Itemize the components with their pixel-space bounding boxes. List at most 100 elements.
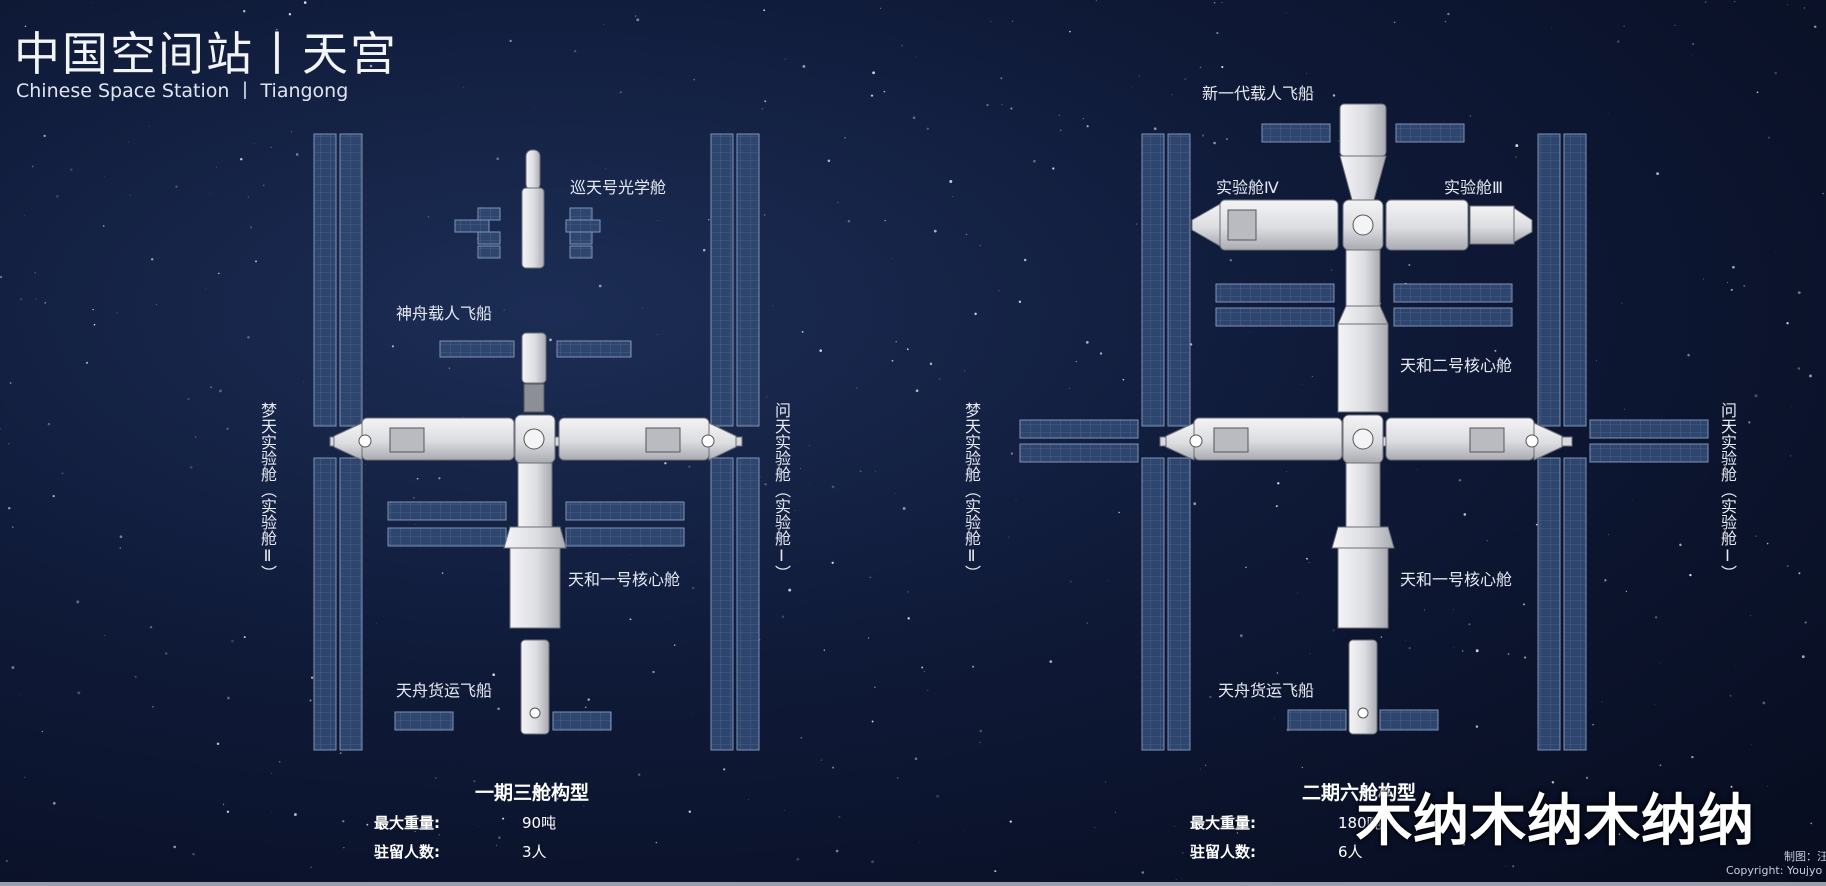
star (463, 86, 465, 88)
phase2-spec-weight: 最大重量:180吨 (1190, 814, 1382, 832)
star (1494, 349, 1497, 352)
star (784, 58, 786, 60)
star (636, 18, 640, 22)
star (1704, 1, 1707, 3)
star (175, 185, 178, 189)
star (1515, 156, 1517, 158)
star (104, 176, 105, 177)
star (1131, 87, 1132, 88)
star (1798, 572, 1801, 575)
star (34, 271, 37, 274)
star (891, 359, 894, 362)
star (1674, 24, 1676, 27)
star (1750, 744, 1752, 746)
star (366, 823, 369, 826)
star (979, 741, 981, 743)
star (906, 348, 909, 351)
star (598, 284, 602, 288)
lab-module-3 (1385, 199, 1533, 251)
star (871, 720, 874, 723)
lab-module-4 (1191, 199, 1339, 251)
star (1462, 843, 1466, 846)
star (564, 415, 566, 416)
star (708, 219, 710, 221)
star (1277, 482, 1280, 485)
star (1423, 609, 1425, 611)
star (605, 167, 607, 169)
star (635, 15, 637, 17)
star (1617, 40, 1620, 43)
star (1475, 725, 1479, 728)
star (152, 706, 154, 708)
star (270, 146, 272, 148)
star (1193, 502, 1197, 506)
star (1171, 94, 1173, 95)
star (52, 801, 56, 805)
star (1306, 557, 1308, 560)
page-subtitle: Chinese Space Station 丨 Tiangong (16, 80, 349, 102)
star (883, 90, 886, 93)
star (1444, 20, 1447, 23)
star (426, 277, 427, 278)
star (1779, 156, 1781, 157)
star (691, 712, 693, 714)
star (254, 143, 255, 145)
star (907, 617, 910, 620)
star (116, 312, 118, 314)
star (1094, 827, 1096, 829)
star (8, 507, 11, 510)
star (85, 361, 89, 364)
star (1104, 781, 1106, 783)
star (871, 860, 874, 864)
shenzhou-solar-panels (439, 340, 632, 358)
star (1113, 337, 1115, 339)
star (1692, 42, 1695, 46)
star (275, 28, 278, 31)
star (800, 737, 803, 739)
star (1095, 0, 1097, 2)
star (1007, 536, 1010, 538)
star (638, 773, 641, 776)
phase2-wentian-module (1385, 417, 1563, 461)
star (43, 134, 46, 138)
star (641, 307, 643, 309)
star (438, 477, 441, 480)
star (1754, 394, 1758, 398)
star (218, 272, 220, 275)
star (933, 229, 937, 233)
star (979, 244, 981, 247)
star (502, 817, 505, 820)
star (1331, 269, 1333, 271)
star (173, 845, 177, 849)
star (426, 698, 428, 699)
star (837, 201, 839, 203)
star (1010, 452, 1014, 455)
star (1755, 535, 1757, 537)
star (895, 493, 896, 494)
star (1052, 167, 1055, 170)
star (1010, 107, 1013, 110)
star (1453, 609, 1454, 610)
star (629, 618, 632, 621)
star (250, 226, 253, 229)
star (52, 494, 55, 498)
watermark-text: 木纳木纳木纳纳 (1356, 789, 1755, 854)
star (93, 323, 96, 326)
wentian-module (558, 417, 737, 461)
star (102, 225, 105, 227)
phase1-config-title: 一期三舱构型 (475, 782, 590, 804)
star (914, 757, 918, 761)
star (1595, 360, 1597, 361)
star (1767, 136, 1770, 139)
star (1659, 662, 1661, 664)
star (1301, 383, 1303, 385)
star (495, 844, 498, 847)
star (150, 258, 154, 261)
star (407, 307, 409, 309)
star (1469, 115, 1472, 117)
star (11, 526, 14, 529)
star (1775, 250, 1776, 252)
star (92, 2, 93, 3)
star (929, 362, 933, 366)
